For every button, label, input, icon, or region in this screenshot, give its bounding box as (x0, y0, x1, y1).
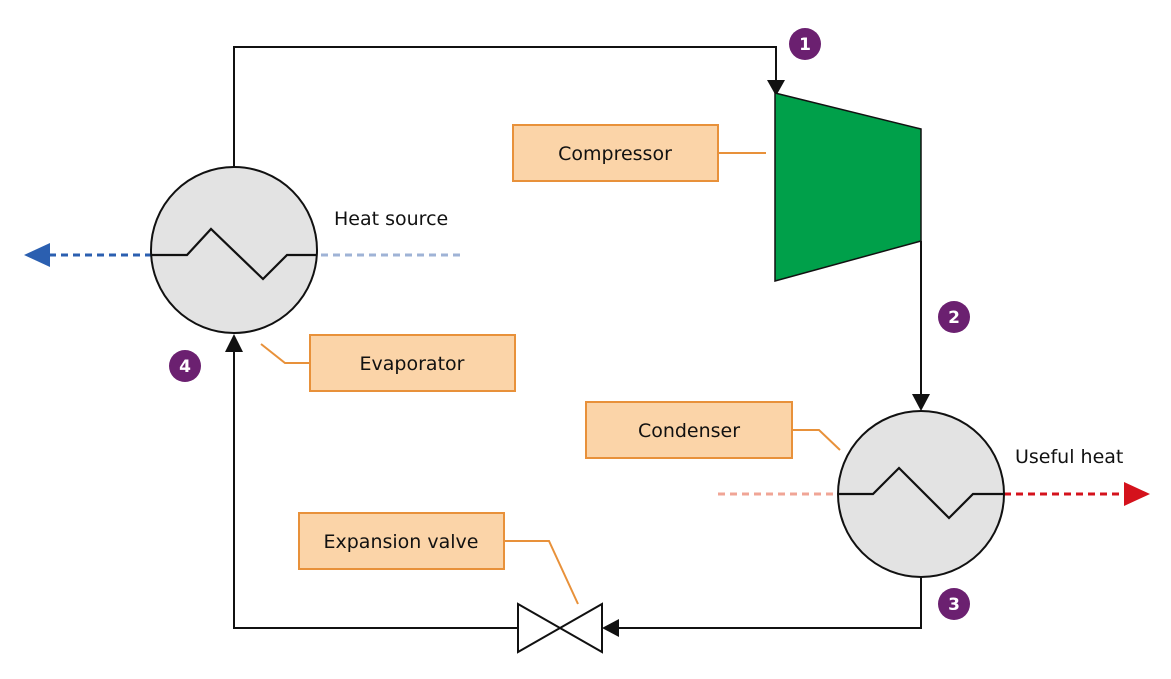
expansion-valve-label-box (298, 512, 505, 570)
svg-text:1: 1 (799, 35, 811, 55)
svg-text:2: 2 (948, 308, 960, 328)
expansion-valve-label: Expansion valve (324, 531, 479, 553)
arrow-into-compressor (767, 80, 785, 96)
pipe-valve-to-evaporator (233, 350, 518, 629)
pipe-condenser-to-valve (618, 576, 922, 629)
evaporator-leader (260, 343, 310, 364)
arrow-into-valve (602, 619, 619, 637)
compressor-label-box (512, 124, 719, 182)
condenser-label: Condenser (638, 420, 740, 442)
state-badge-2: 2 (938, 301, 970, 333)
arrow-into-condenser (912, 394, 930, 411)
svg-text:4: 4 (179, 357, 191, 377)
pipe-evaporator-to-compressor (233, 46, 777, 168)
condenser-exchanger (837, 410, 1005, 578)
arrow-into-evaporator (225, 334, 243, 352)
evaporator-label-box (309, 334, 516, 392)
useful-heat-arrow (1124, 482, 1150, 506)
expansion-valve-symbol (517, 602, 603, 654)
heat-source-label: Heat source (334, 208, 448, 230)
heat-source-arrow (24, 243, 50, 267)
evaporator-exchanger (150, 166, 318, 334)
compressor-label: Compressor (558, 143, 672, 165)
compressor-shape (774, 92, 922, 282)
state-badge-3: 3 (938, 588, 970, 620)
evaporator-label: Evaporator (360, 353, 465, 375)
svg-text:3: 3 (948, 595, 960, 615)
state-badge-4: 4 (169, 350, 201, 382)
condenser-label-box (585, 401, 793, 459)
state-badge-1: 1 (789, 28, 821, 60)
useful-heat-label: Useful heat (1015, 446, 1123, 468)
condenser-leader (792, 429, 841, 451)
expansion-valve-leader (504, 540, 579, 605)
